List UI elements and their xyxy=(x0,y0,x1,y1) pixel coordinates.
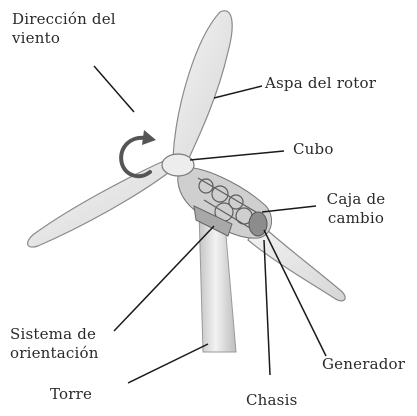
leader-gearbox xyxy=(262,206,316,212)
upper-rotor-blade xyxy=(173,11,232,158)
label-rotor-blade: Aspa del rotor xyxy=(265,74,376,93)
label-chassis: Chasis xyxy=(246,391,297,410)
label-wind-direction-line-1: Dirección del xyxy=(12,10,116,29)
leader-yaw-system xyxy=(114,226,214,331)
label-yaw-system: Sistema de orientación xyxy=(10,325,99,363)
generator-machinery xyxy=(249,212,267,236)
leader-generator xyxy=(264,230,326,356)
label-yaw-system-line-1: Sistema de xyxy=(10,325,99,344)
leader-tower xyxy=(128,344,208,383)
label-gearbox-line-1: Caja de xyxy=(318,190,394,209)
label-wind-direction-line-2: viento xyxy=(12,29,116,48)
label-gearbox: Caja de cambio xyxy=(318,190,394,228)
label-wind-direction: Dirección del viento xyxy=(12,10,116,48)
rotor-hub xyxy=(162,154,194,176)
wind-direction-arrowhead xyxy=(142,130,156,145)
label-hub: Cubo xyxy=(293,140,334,159)
leader-wind-direction xyxy=(94,66,134,112)
label-generator: Generador xyxy=(322,355,405,374)
label-tower: Torre xyxy=(50,385,92,404)
label-yaw-system-line-2: orientación xyxy=(10,344,99,363)
leader-hub xyxy=(190,151,284,160)
leader-chassis xyxy=(264,240,270,375)
leader-rotor-blade xyxy=(214,86,262,98)
label-gearbox-line-2: cambio xyxy=(318,209,394,228)
